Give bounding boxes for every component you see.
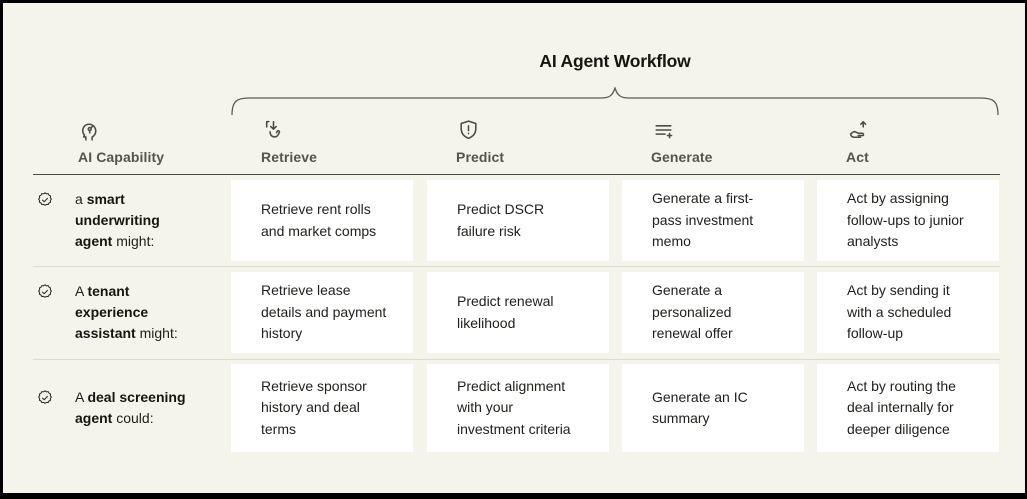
hand-arrow-up-icon: [849, 120, 867, 139]
column-header-predict: Predict: [456, 149, 505, 165]
cell-act: Act by routing the deal internally for d…: [817, 364, 999, 452]
column-header-generate: Generate: [651, 149, 713, 165]
capability-text: a smart underwriting agent might:: [75, 189, 197, 252]
header-divider: [33, 174, 1000, 175]
cell-text: Retrieve sponsor history and deal terms: [261, 377, 367, 437]
verified-badge-icon: [38, 284, 52, 298]
cell-predict: Predict renewal likelihood: [427, 272, 609, 353]
column-header-retrieve: Retrieve: [261, 149, 318, 165]
cell-predict: Predict alignment with your investment c…: [427, 364, 609, 452]
cell-text: Generate a first-pass investment memo: [652, 190, 754, 250]
shield-alert-icon: [460, 120, 477, 140]
hand-download-icon: [265, 120, 281, 138]
cell-text: Generate a personalized renewal offer: [652, 282, 733, 342]
row-divider: [33, 359, 1000, 360]
cell-generate: Generate an IC summary: [622, 364, 804, 452]
capability-prefix: a: [75, 191, 87, 207]
cell-generate: Generate a first-pass investment memo: [622, 180, 804, 261]
cell-text: Predict renewal likelihood: [457, 293, 554, 331]
verified-badge-icon: [38, 390, 52, 404]
cell-text: Predict DSCR failure risk: [457, 201, 545, 239]
table-row-capability: a smart underwriting agent might:: [36, 180, 221, 261]
capability-suffix: might:: [135, 325, 178, 341]
cell-retrieve: Retrieve sponsor history and deal terms: [231, 364, 413, 452]
cell-retrieve: Retrieve lease details and payment histo…: [231, 272, 413, 353]
cell-text: Retrieve rent rolls and market comps: [261, 201, 377, 239]
verified-badge-icon: [38, 192, 52, 206]
cell-text: Act by assigning follow-ups to junior an…: [847, 190, 964, 250]
brace-bracket: [231, 87, 999, 116]
capability-text: A deal screening agent could:: [75, 387, 197, 429]
lines-plus-icon: [655, 125, 673, 139]
capability-suffix: might:: [112, 233, 155, 249]
capability-bold: smart underwriting agent: [75, 191, 160, 249]
capability-text: A tenant experience assistant might:: [75, 281, 197, 344]
cell-text: Retrieve lease details and payment histo…: [261, 282, 387, 342]
cell-retrieve: Retrieve rent rolls and market comps: [231, 180, 413, 261]
cell-text: Generate an IC summary: [652, 388, 748, 427]
cell-text: Predict alignment with your investment c…: [457, 377, 571, 437]
head-circuit-icon: [81, 123, 97, 141]
row-divider: [33, 266, 1000, 267]
capability-prefix: A: [75, 283, 88, 299]
cell-act: Act by sending it with a scheduled follo…: [817, 272, 999, 353]
capability-prefix: A: [75, 389, 88, 405]
cell-text: Act by sending it with a scheduled follo…: [847, 282, 952, 342]
column-header-capability: AI Capability: [78, 149, 165, 165]
cell-text: Act by routing the deal internally for d…: [847, 377, 956, 437]
cell-generate: Generate a personalized renewal offer: [622, 272, 804, 353]
capability-suffix: could:: [112, 410, 154, 426]
cell-act: Act by assigning follow-ups to junior an…: [817, 180, 999, 261]
column-header-act: Act: [846, 149, 869, 165]
cell-predict: Predict DSCR failure risk: [427, 180, 609, 261]
capability-bold: tenant experience assistant: [75, 283, 149, 341]
page-title: AI Agent Workflow: [539, 51, 691, 71]
capability-bold: deal screening agent: [75, 389, 186, 426]
table-row-capability: A deal screening agent could:: [36, 364, 221, 452]
table-row-capability: A tenant experience assistant might:: [36, 272, 221, 353]
